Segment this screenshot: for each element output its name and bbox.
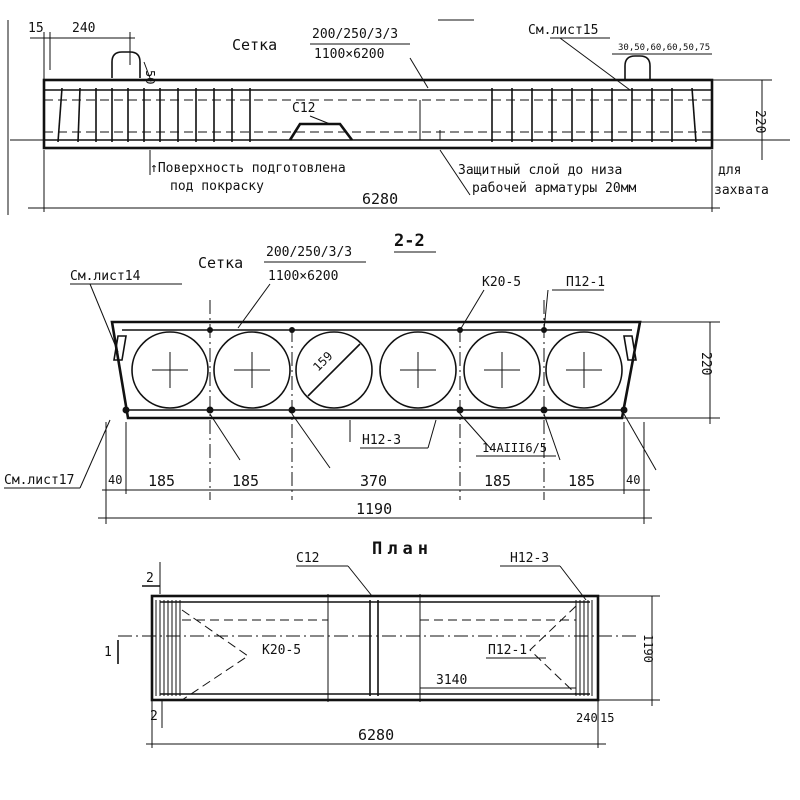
dim-chain-40-left: 40 bbox=[108, 473, 122, 487]
note-left-line-2: под покраску bbox=[170, 179, 264, 194]
ref-sheet-15: См.лист15 bbox=[528, 23, 598, 38]
hollow-cores bbox=[131, 331, 623, 409]
hollow-core-5 bbox=[463, 331, 541, 409]
dim-chain-185-1: 185 bbox=[148, 472, 175, 490]
plan-dim-6280-label: 6280 bbox=[358, 726, 394, 744]
k20-leader bbox=[459, 289, 485, 331]
dims-right-chain: 30,50,60,60,50,75 bbox=[618, 43, 710, 53]
rebar-dots bbox=[122, 327, 628, 414]
section-mark-2-top: 2 bbox=[146, 571, 154, 586]
plan-dim-240: 240 bbox=[576, 711, 598, 725]
stirrups-right bbox=[491, 87, 697, 143]
bar-14a-label: 14АIII6/5 bbox=[482, 441, 547, 455]
section-mark-2-bottom: 2 bbox=[150, 709, 158, 724]
dim-1190-label: 1190 bbox=[356, 500, 392, 518]
plan-h12-label: Н12-3 bbox=[510, 551, 549, 566]
hollow-core-4 bbox=[379, 331, 457, 409]
dim-15-label: 15 bbox=[28, 21, 44, 36]
diameter-line bbox=[307, 343, 361, 397]
mesh-label-denominator: 1100×6200 bbox=[314, 47, 384, 62]
plan-dim-3140: 3140 bbox=[436, 673, 467, 688]
leader-dot-3 bbox=[291, 413, 331, 469]
plan-c12-leader bbox=[347, 565, 373, 597]
plan-dim-1190-label: 1190 bbox=[641, 634, 655, 663]
bar-14a-leader-2 bbox=[543, 413, 561, 461]
dim-220-label: 220 bbox=[752, 110, 767, 133]
section-2-2-title: 2-2 bbox=[394, 231, 425, 251]
note-right-line-1: для bbox=[718, 163, 741, 178]
note-left-line-1: ↑Поверхность подготовлена bbox=[150, 161, 346, 176]
mesh-label-denominator-2: 1100×6200 bbox=[268, 269, 338, 284]
plan-title: План bbox=[372, 539, 433, 559]
bar-p12-1-label: П12-1 bbox=[566, 275, 605, 290]
note-right-line-2: захвата bbox=[714, 183, 769, 198]
mesh-label-numerator-2: 200/250/3/3 bbox=[266, 245, 352, 260]
p12-leader bbox=[543, 289, 549, 331]
dim-chain-185-2: 185 bbox=[232, 472, 259, 490]
plan-dim-15: 15 bbox=[600, 711, 614, 725]
note-mid-line-2: рабочей арматуры 20мм bbox=[472, 181, 637, 196]
ref-15-leader bbox=[559, 37, 631, 91]
note-mid-leader bbox=[439, 149, 471, 196]
ref-14-leader bbox=[89, 283, 119, 353]
plan-k20-label: К20-5 bbox=[262, 643, 301, 658]
mesh-leader bbox=[409, 57, 429, 89]
plan-hatch-right bbox=[575, 600, 593, 696]
hollow-core-1 bbox=[131, 331, 209, 409]
plan-hatch-left bbox=[155, 600, 181, 696]
bar-h12-3-label: Н12-3 bbox=[362, 433, 401, 448]
dim-159-label: 159 bbox=[310, 349, 335, 374]
ref-sheet-14: См.лист14 bbox=[70, 269, 141, 284]
dim-chain-370: 370 bbox=[360, 472, 387, 490]
bar-k20-5-label: К20-5 bbox=[482, 275, 521, 290]
lifting-loop-right bbox=[624, 55, 651, 80]
dim-chain-185-4: 185 bbox=[568, 472, 595, 490]
dim-220-label-2: 220 bbox=[698, 352, 713, 375]
plan-p12-label: П12-1 bbox=[488, 643, 527, 658]
hollow-core-6 bbox=[545, 331, 623, 409]
bar-14a-leader-1 bbox=[459, 413, 493, 451]
mesh-label-word-2: Сетка bbox=[198, 254, 243, 272]
side-key-right bbox=[623, 335, 637, 361]
dim-chain-185-3: 185 bbox=[484, 472, 511, 490]
h12-leader bbox=[427, 419, 437, 449]
plan-c12-label: С12 bbox=[296, 551, 319, 566]
plan-p12-bar bbox=[529, 605, 577, 695]
hollow-core-2 bbox=[213, 331, 291, 409]
plan-outline bbox=[150, 594, 600, 702]
ref-sheet-17: См.лист17 bbox=[4, 473, 74, 488]
stirrups-left bbox=[57, 87, 251, 143]
dim-50-label: 50 bbox=[143, 70, 157, 84]
side-key-left bbox=[113, 335, 127, 361]
plan-h12-leader bbox=[559, 565, 587, 601]
panel-cross-section bbox=[110, 320, 642, 420]
leader-dot-2 bbox=[209, 413, 241, 461]
mesh-leader-2 bbox=[237, 283, 271, 329]
dim-6280-label: 6280 bbox=[362, 190, 398, 208]
lifting-loop-left bbox=[111, 51, 141, 78]
dim-50-tick bbox=[143, 61, 151, 79]
dim-240-label: 240 bbox=[72, 21, 95, 36]
mesh-label-word: Сетка bbox=[232, 36, 277, 54]
section-1-1: 15 240 50 Сетка 200/250/3/3 1100×6200 См… bbox=[7, 19, 790, 215]
plan-view: План С12 Н12-3 2 2 1 bbox=[104, 539, 660, 748]
ref-17-leader bbox=[79, 419, 111, 489]
panel-elevation-outline bbox=[42, 78, 714, 150]
c12-label-elevation: С12 bbox=[292, 101, 315, 116]
dim-chain-40-right: 40 bbox=[626, 473, 640, 487]
section-mark-1: 1 bbox=[104, 645, 112, 660]
c12-bar-elevation bbox=[288, 122, 354, 141]
note-mid-line-1: Защитный слой до низа bbox=[458, 163, 622, 178]
leader-right-end bbox=[623, 413, 657, 471]
c12-leader bbox=[309, 115, 331, 125]
section-2-2: 2-2 Сетка 200/250/3/3 1100×6200 См.лист1… bbox=[4, 231, 720, 524]
plan-k20-bar bbox=[181, 609, 249, 701]
mesh-label-numerator: 200/250/3/3 bbox=[312, 27, 398, 42]
hollow-core-3 bbox=[295, 331, 373, 409]
